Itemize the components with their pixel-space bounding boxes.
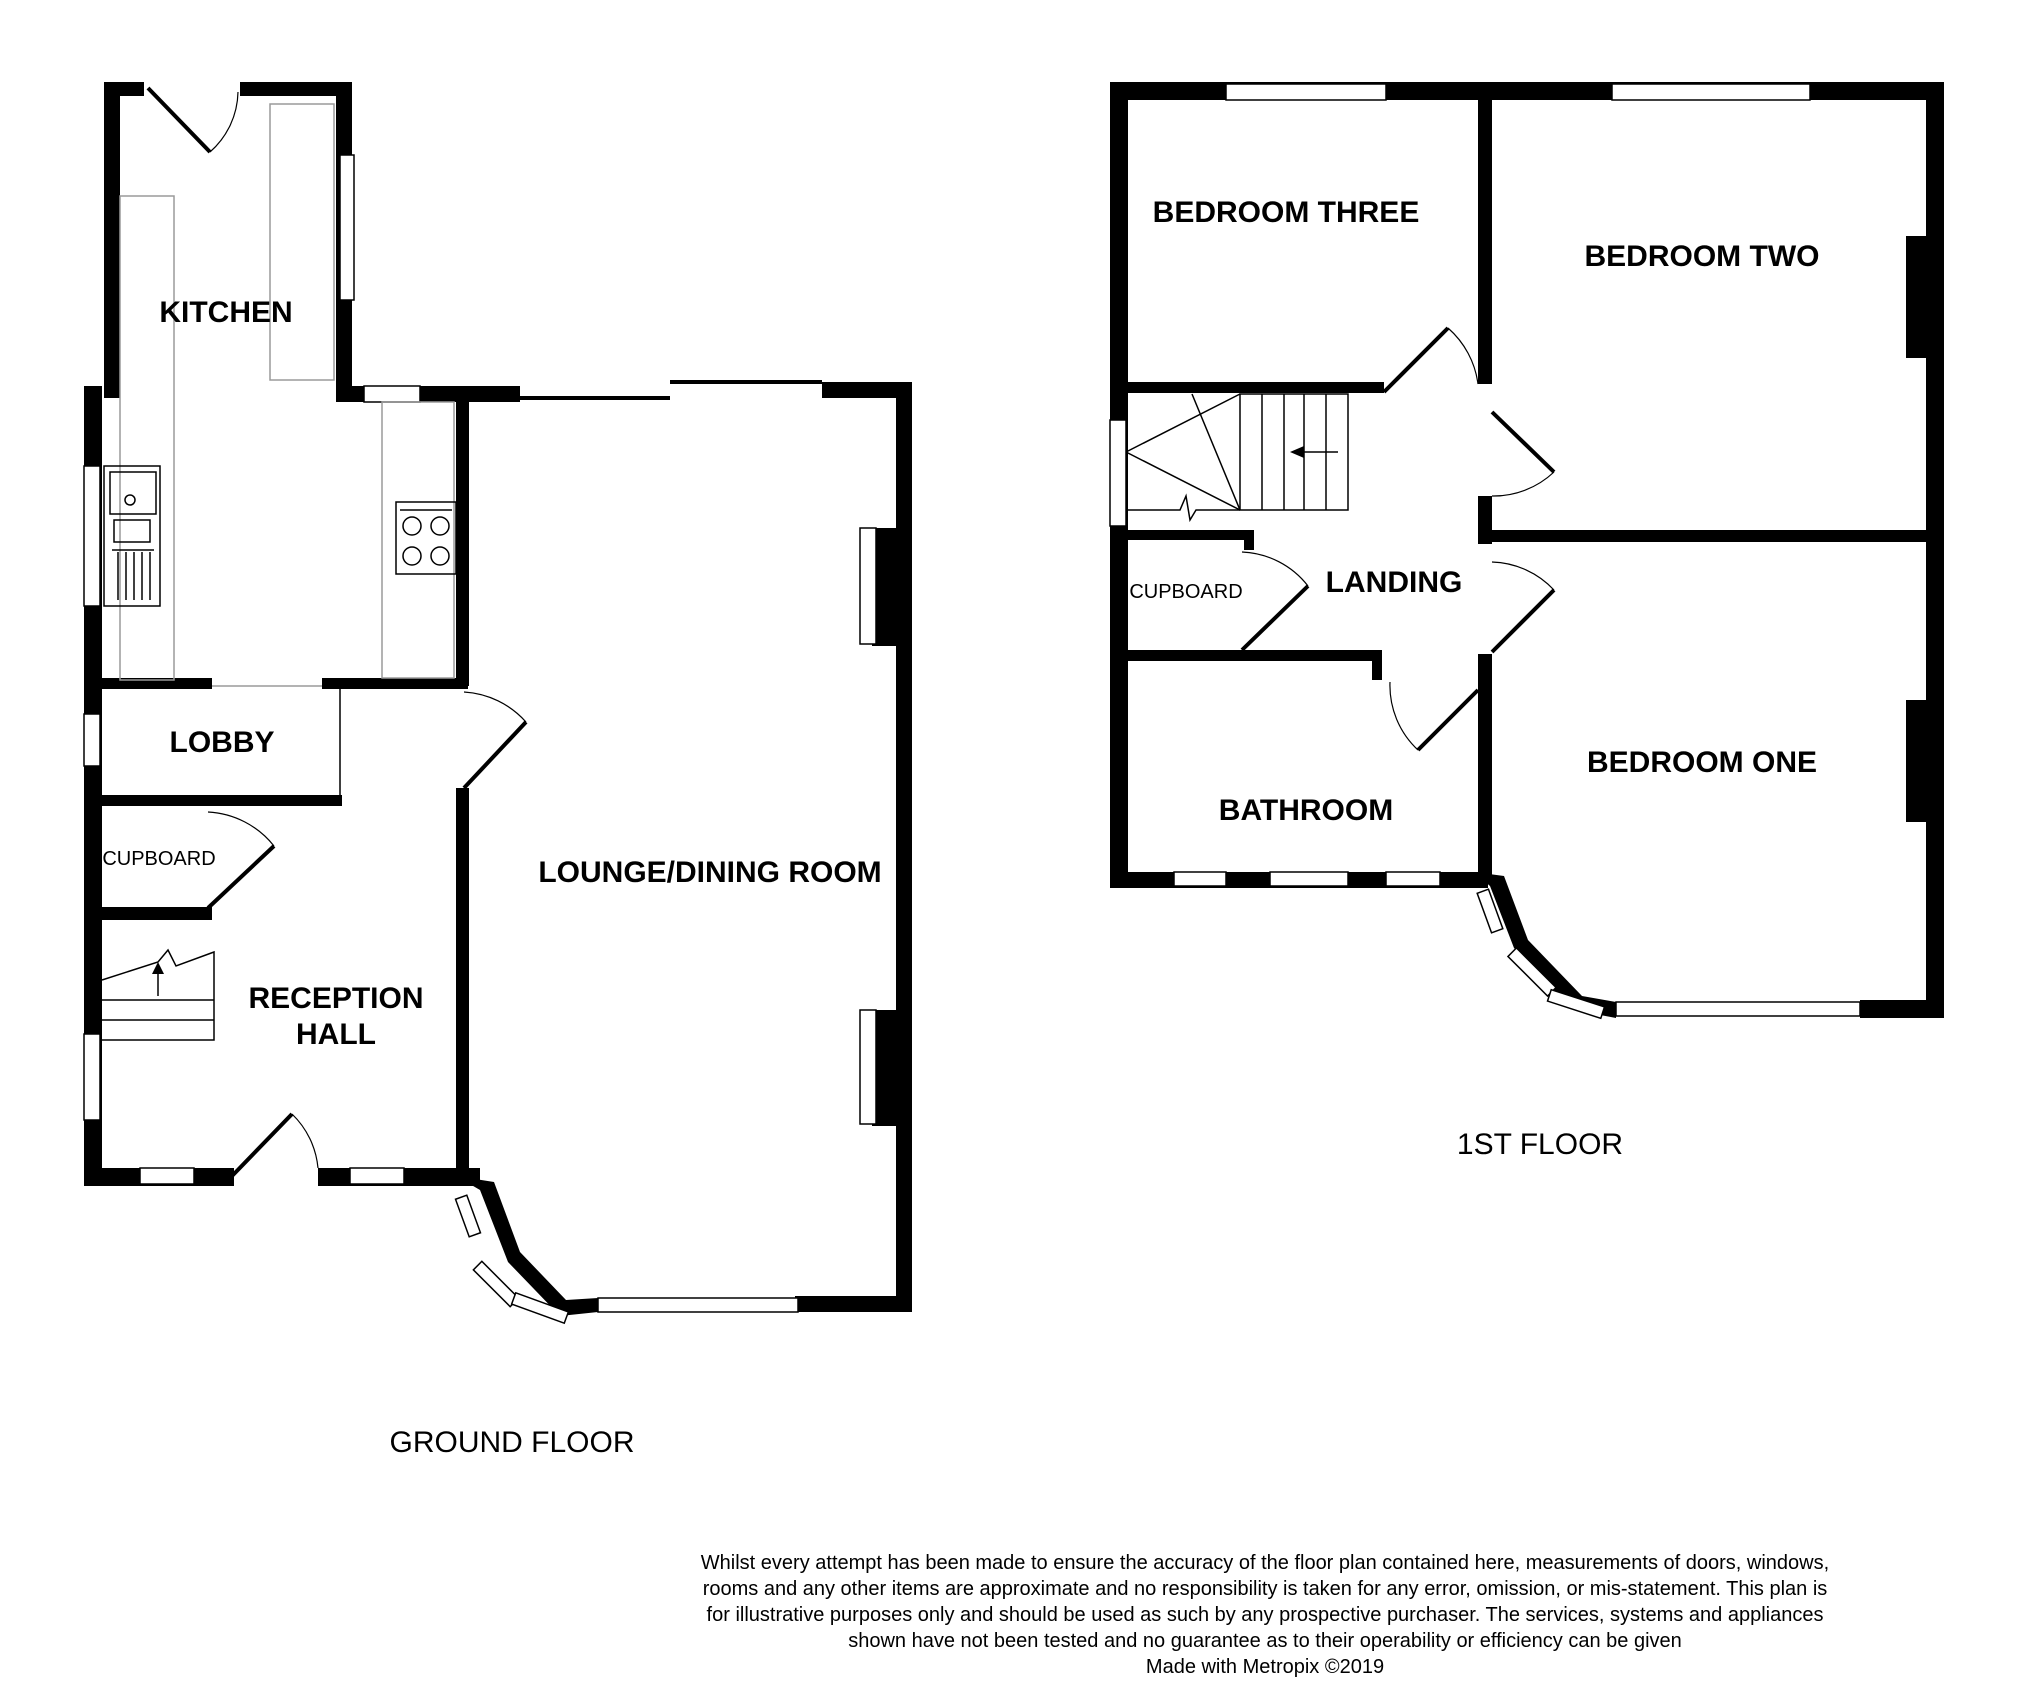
door (1382, 326, 1479, 394)
wall (1126, 650, 1382, 661)
wall (240, 82, 352, 96)
wall (456, 788, 469, 1186)
bay-wall (456, 1176, 598, 1316)
wall (102, 907, 212, 920)
wall (896, 382, 912, 1310)
wall (1860, 1000, 1944, 1018)
wall (420, 386, 520, 402)
bay-wall (1474, 872, 1616, 1018)
door (230, 1112, 319, 1178)
reception-hall-label: HALL (296, 1018, 376, 1051)
bathroom-label: BATHROOM (1219, 794, 1393, 827)
staircase (101, 948, 215, 1041)
wall (1478, 530, 1932, 542)
wall (102, 795, 342, 806)
window (510, 1291, 570, 1325)
wall (1478, 654, 1492, 880)
window (83, 1033, 101, 1121)
window (1611, 83, 1811, 101)
window (83, 465, 101, 607)
wall (456, 386, 469, 686)
door (1389, 681, 1480, 752)
window (1385, 871, 1441, 887)
wall (1126, 530, 1244, 540)
landing-label: LANDING (1326, 566, 1463, 599)
door (206, 811, 276, 910)
chimney-breast (1906, 236, 1928, 358)
window (1546, 988, 1606, 1020)
first-floor-title: 1ST FLOOR (1457, 1128, 1623, 1161)
wall (104, 82, 120, 398)
window (1109, 419, 1127, 527)
door (1240, 551, 1310, 652)
door (146, 86, 239, 154)
hob-icon (395, 501, 457, 575)
wall (102, 678, 212, 689)
window (339, 154, 355, 301)
wall (336, 386, 364, 402)
window (1476, 888, 1504, 934)
bedroom-two-label: BEDROOM TWO (1585, 240, 1820, 273)
window (1615, 1001, 1861, 1017)
door (1490, 410, 1556, 497)
chimney-breast (1906, 700, 1928, 822)
wall (1372, 650, 1382, 680)
window (139, 1167, 195, 1185)
disclaimer-text: Whilst every attempt has been made to en… (700, 1552, 1830, 1652)
lounge-label: LOUNGE/DINING ROOM (538, 856, 881, 889)
wall (1244, 530, 1254, 550)
reception-hall-label: RECEPTION (248, 982, 423, 1015)
alcove-fitting (859, 1009, 877, 1125)
window (349, 1167, 405, 1185)
window (1269, 871, 1349, 887)
wall (795, 1296, 912, 1312)
first-floor: BEDROOM THREE BEDROOM TWO CUPBOARD LANDI… (1109, 82, 1944, 1161)
ground-floor: KITCHEN LOBBY CUPBOARD RECEPTION HALL LO… (83, 82, 912, 1459)
bedroom-one-label: BEDROOM ONE (1587, 746, 1817, 779)
cupboard-label: CUPBOARD (1129, 581, 1242, 603)
cupboard-label: CUPBOARD (102, 848, 215, 870)
ground-floor-title: GROUND FLOOR (389, 1426, 634, 1459)
window (472, 1260, 520, 1308)
door (462, 691, 528, 790)
alcove-fitting (859, 527, 877, 645)
wall (1126, 382, 1384, 393)
window (83, 713, 101, 767)
window (363, 385, 421, 403)
wall (104, 82, 144, 96)
metropix-credit: Made with Metropix ©2019 (1145, 1656, 1385, 1678)
wall (1478, 96, 1492, 384)
wall (1926, 82, 1944, 1018)
window (454, 1194, 482, 1238)
kitchen-label: KITCHEN (159, 296, 292, 329)
worktop (269, 103, 335, 381)
sink-icon (103, 465, 161, 607)
wall (822, 382, 912, 398)
worktop (119, 195, 175, 681)
wall (322, 678, 468, 689)
worktop (381, 401, 455, 679)
bedroom-three-label: BEDROOM THREE (1153, 196, 1420, 229)
lobby-label: LOBBY (170, 726, 275, 759)
window (1225, 83, 1387, 101)
disclaimer: Whilst every attempt has been made to en… (700, 1550, 1830, 1680)
staircase (1125, 393, 1349, 523)
door (1490, 561, 1556, 654)
window (597, 1297, 799, 1313)
window (1173, 871, 1227, 887)
